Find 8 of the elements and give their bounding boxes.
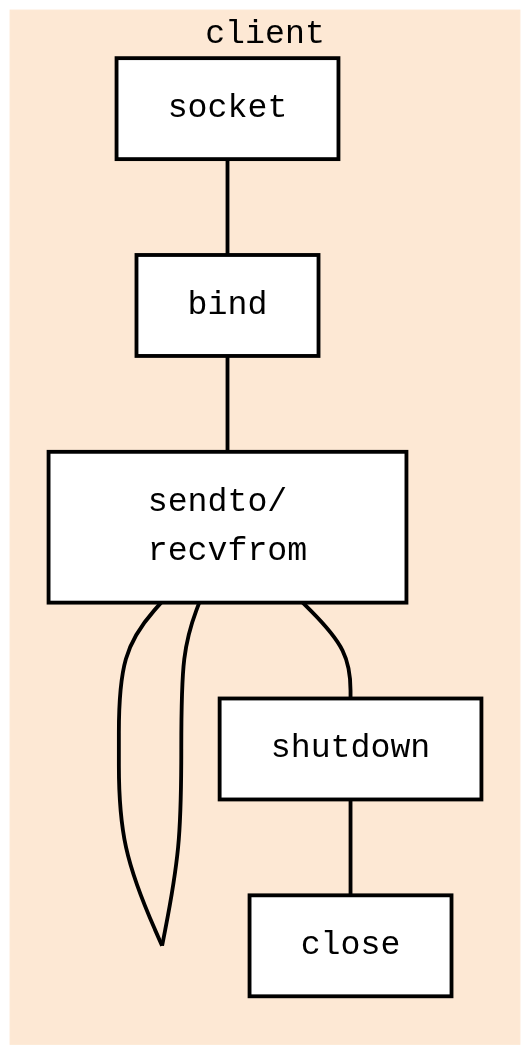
node-box: socket bbox=[114, 56, 341, 162]
connector bbox=[225, 355, 230, 452]
node-box: bind bbox=[134, 253, 321, 358]
node-box: shutdown bbox=[217, 696, 484, 802]
node-box: close bbox=[247, 893, 454, 999]
connector bbox=[348, 799, 353, 896]
connector bbox=[225, 159, 230, 255]
node-box: sendto/ recvfrom bbox=[46, 449, 409, 605]
